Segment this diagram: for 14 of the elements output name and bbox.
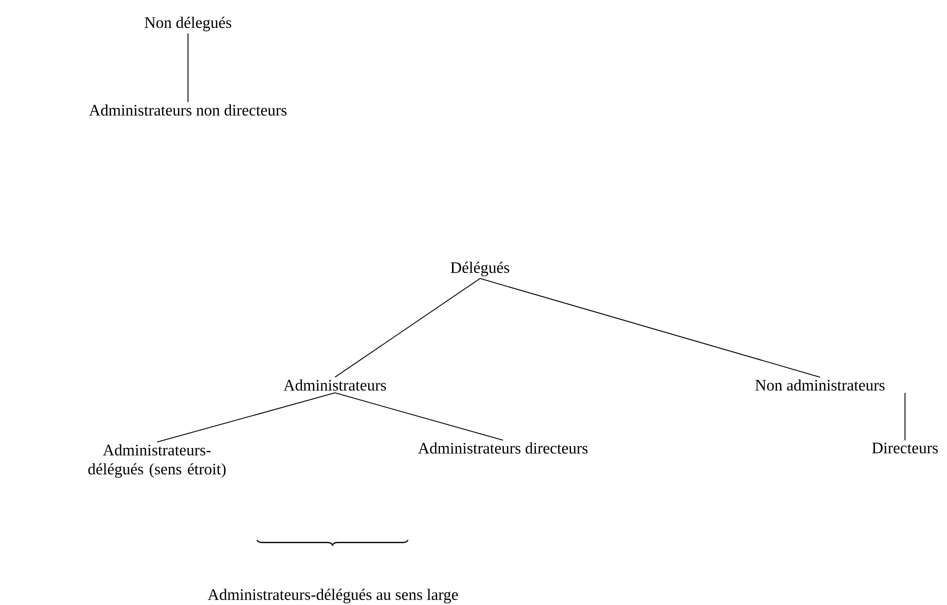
node-label: Administrateurs non directeurs <box>89 104 287 116</box>
node-label: Directeurs <box>872 442 938 454</box>
node-label: Non administrateurs <box>755 379 885 391</box>
node-label: Non délegués <box>144 16 232 32</box>
connector-line <box>334 392 504 441</box>
connector-line <box>334 278 480 378</box>
connector-line <box>904 392 906 441</box>
connector-line <box>156 392 336 442</box>
caption-text: Administrateurs-délégués au sens large <box>208 588 458 604</box>
node-label: Délégués <box>450 262 510 276</box>
connector-line <box>480 278 820 378</box>
node-label: Administrateurs-délégués (sens étroit) <box>88 444 226 478</box>
node-label: Administrateurs <box>284 379 386 391</box>
node-label: Administrateurs directeurs <box>418 442 588 454</box>
